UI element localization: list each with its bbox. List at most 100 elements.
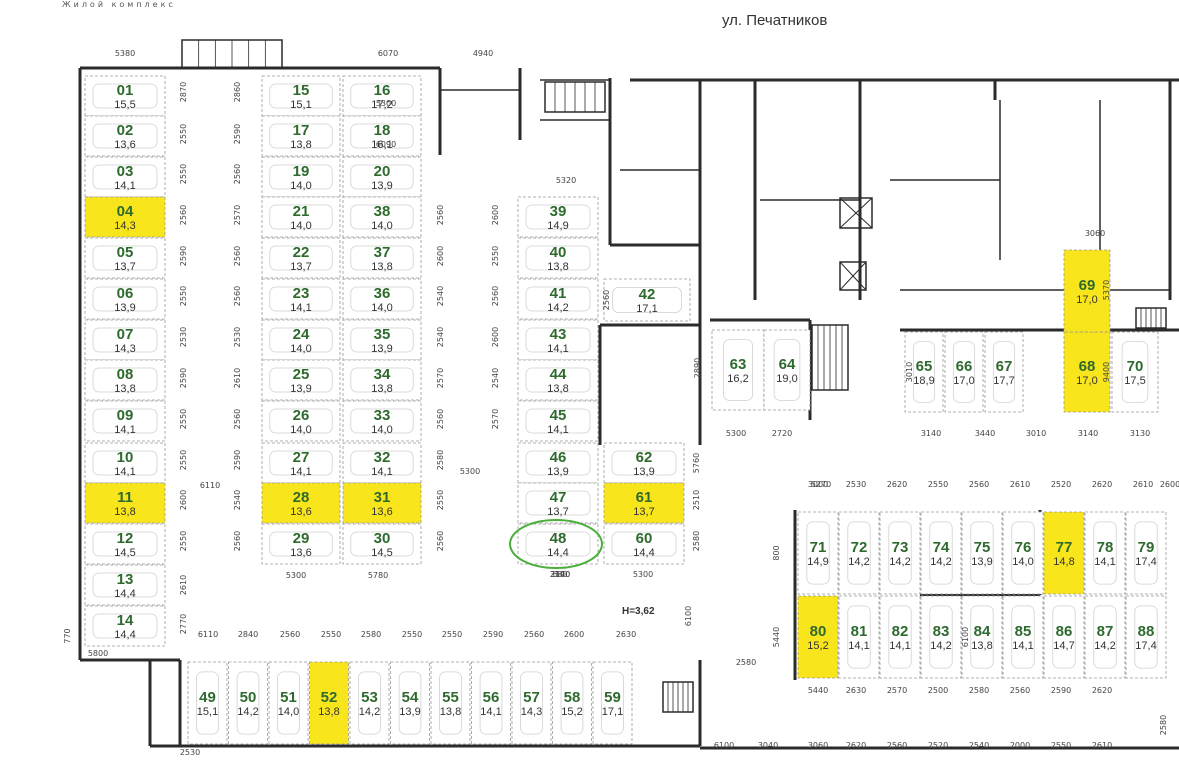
spot-number: 77 [1056,539,1073,556]
dimension-label: 2500 [928,686,948,695]
spot-area [517,278,599,320]
spot-area-value: 13,8 [114,506,135,518]
spot-area-value: 15,5 [114,99,135,111]
spot-area [797,595,839,679]
dimension-label: 4940 [473,49,493,58]
spot-number: 02 [117,122,134,139]
car-outline [269,83,333,109]
spot-area [187,661,228,745]
car-outline [847,605,871,669]
dimension-label: 2630 [616,630,636,639]
